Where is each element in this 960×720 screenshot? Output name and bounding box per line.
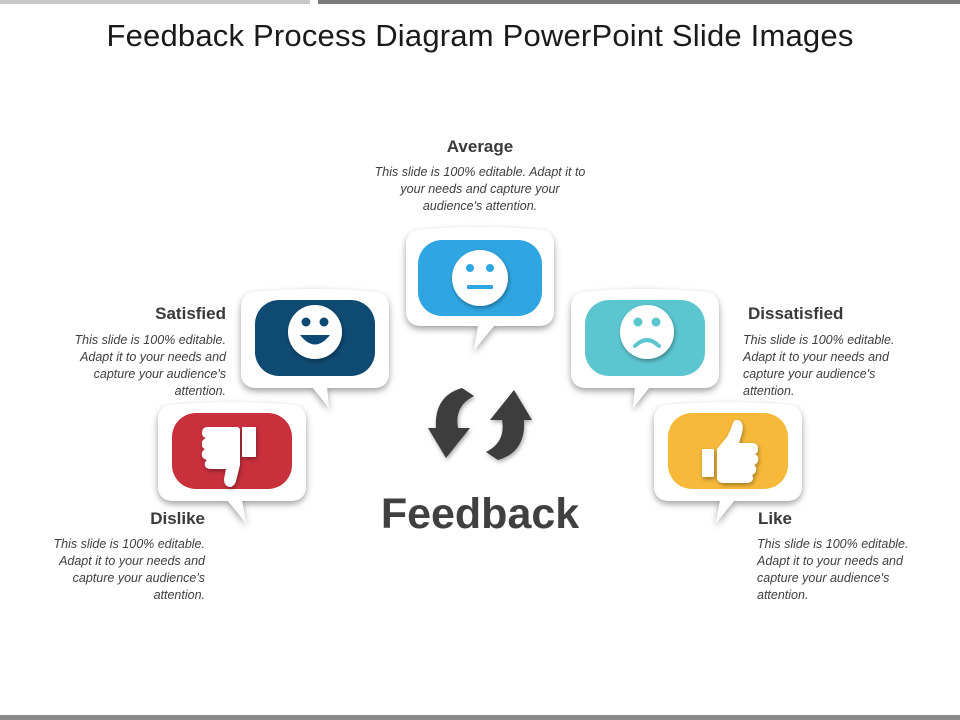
bottom-accent-bar xyxy=(0,715,960,720)
average-label: Average xyxy=(446,137,514,156)
satisfied-label: Satisfied xyxy=(155,304,226,323)
satisfied-bubble xyxy=(241,289,389,408)
dislike-description: This slide is 100% editable. Adapt it to… xyxy=(53,537,205,602)
average-description: This slide is 100% editable. Adapt it to… xyxy=(374,165,586,213)
thumbs-down-icon xyxy=(201,427,256,487)
happy-face-icon xyxy=(288,305,342,359)
dissatisfied-label: Dissatisfied xyxy=(748,304,844,323)
feedback-center-label: Feedback xyxy=(380,490,580,538)
like-description: This slide is 100% editable. Adapt it to… xyxy=(757,537,909,602)
cycle-arrows-icon xyxy=(428,388,532,460)
thumbs-up-icon xyxy=(702,419,759,483)
down-arrow-icon xyxy=(428,388,474,458)
up-arrow-icon xyxy=(486,390,532,460)
like-bubble xyxy=(654,402,802,523)
dislike-bubble xyxy=(158,402,306,523)
like-label: Like xyxy=(758,509,793,528)
sad-face-icon xyxy=(620,305,674,359)
satisfied-description: This slide is 100% editable. Adapt it to… xyxy=(74,333,226,398)
slide-title: Feedback Process Diagram PowerPoint Slid… xyxy=(106,18,854,53)
dissatisfied-bubble xyxy=(571,289,719,408)
neutral-face-icon xyxy=(452,250,508,306)
dissatisfied-description: This slide is 100% editable. Adapt it to… xyxy=(743,333,895,398)
top-accent-bar-light xyxy=(0,0,310,4)
average-bubble xyxy=(406,227,554,350)
dislike-label: Dislike xyxy=(150,509,205,528)
top-accent-bar-dark xyxy=(318,0,960,4)
